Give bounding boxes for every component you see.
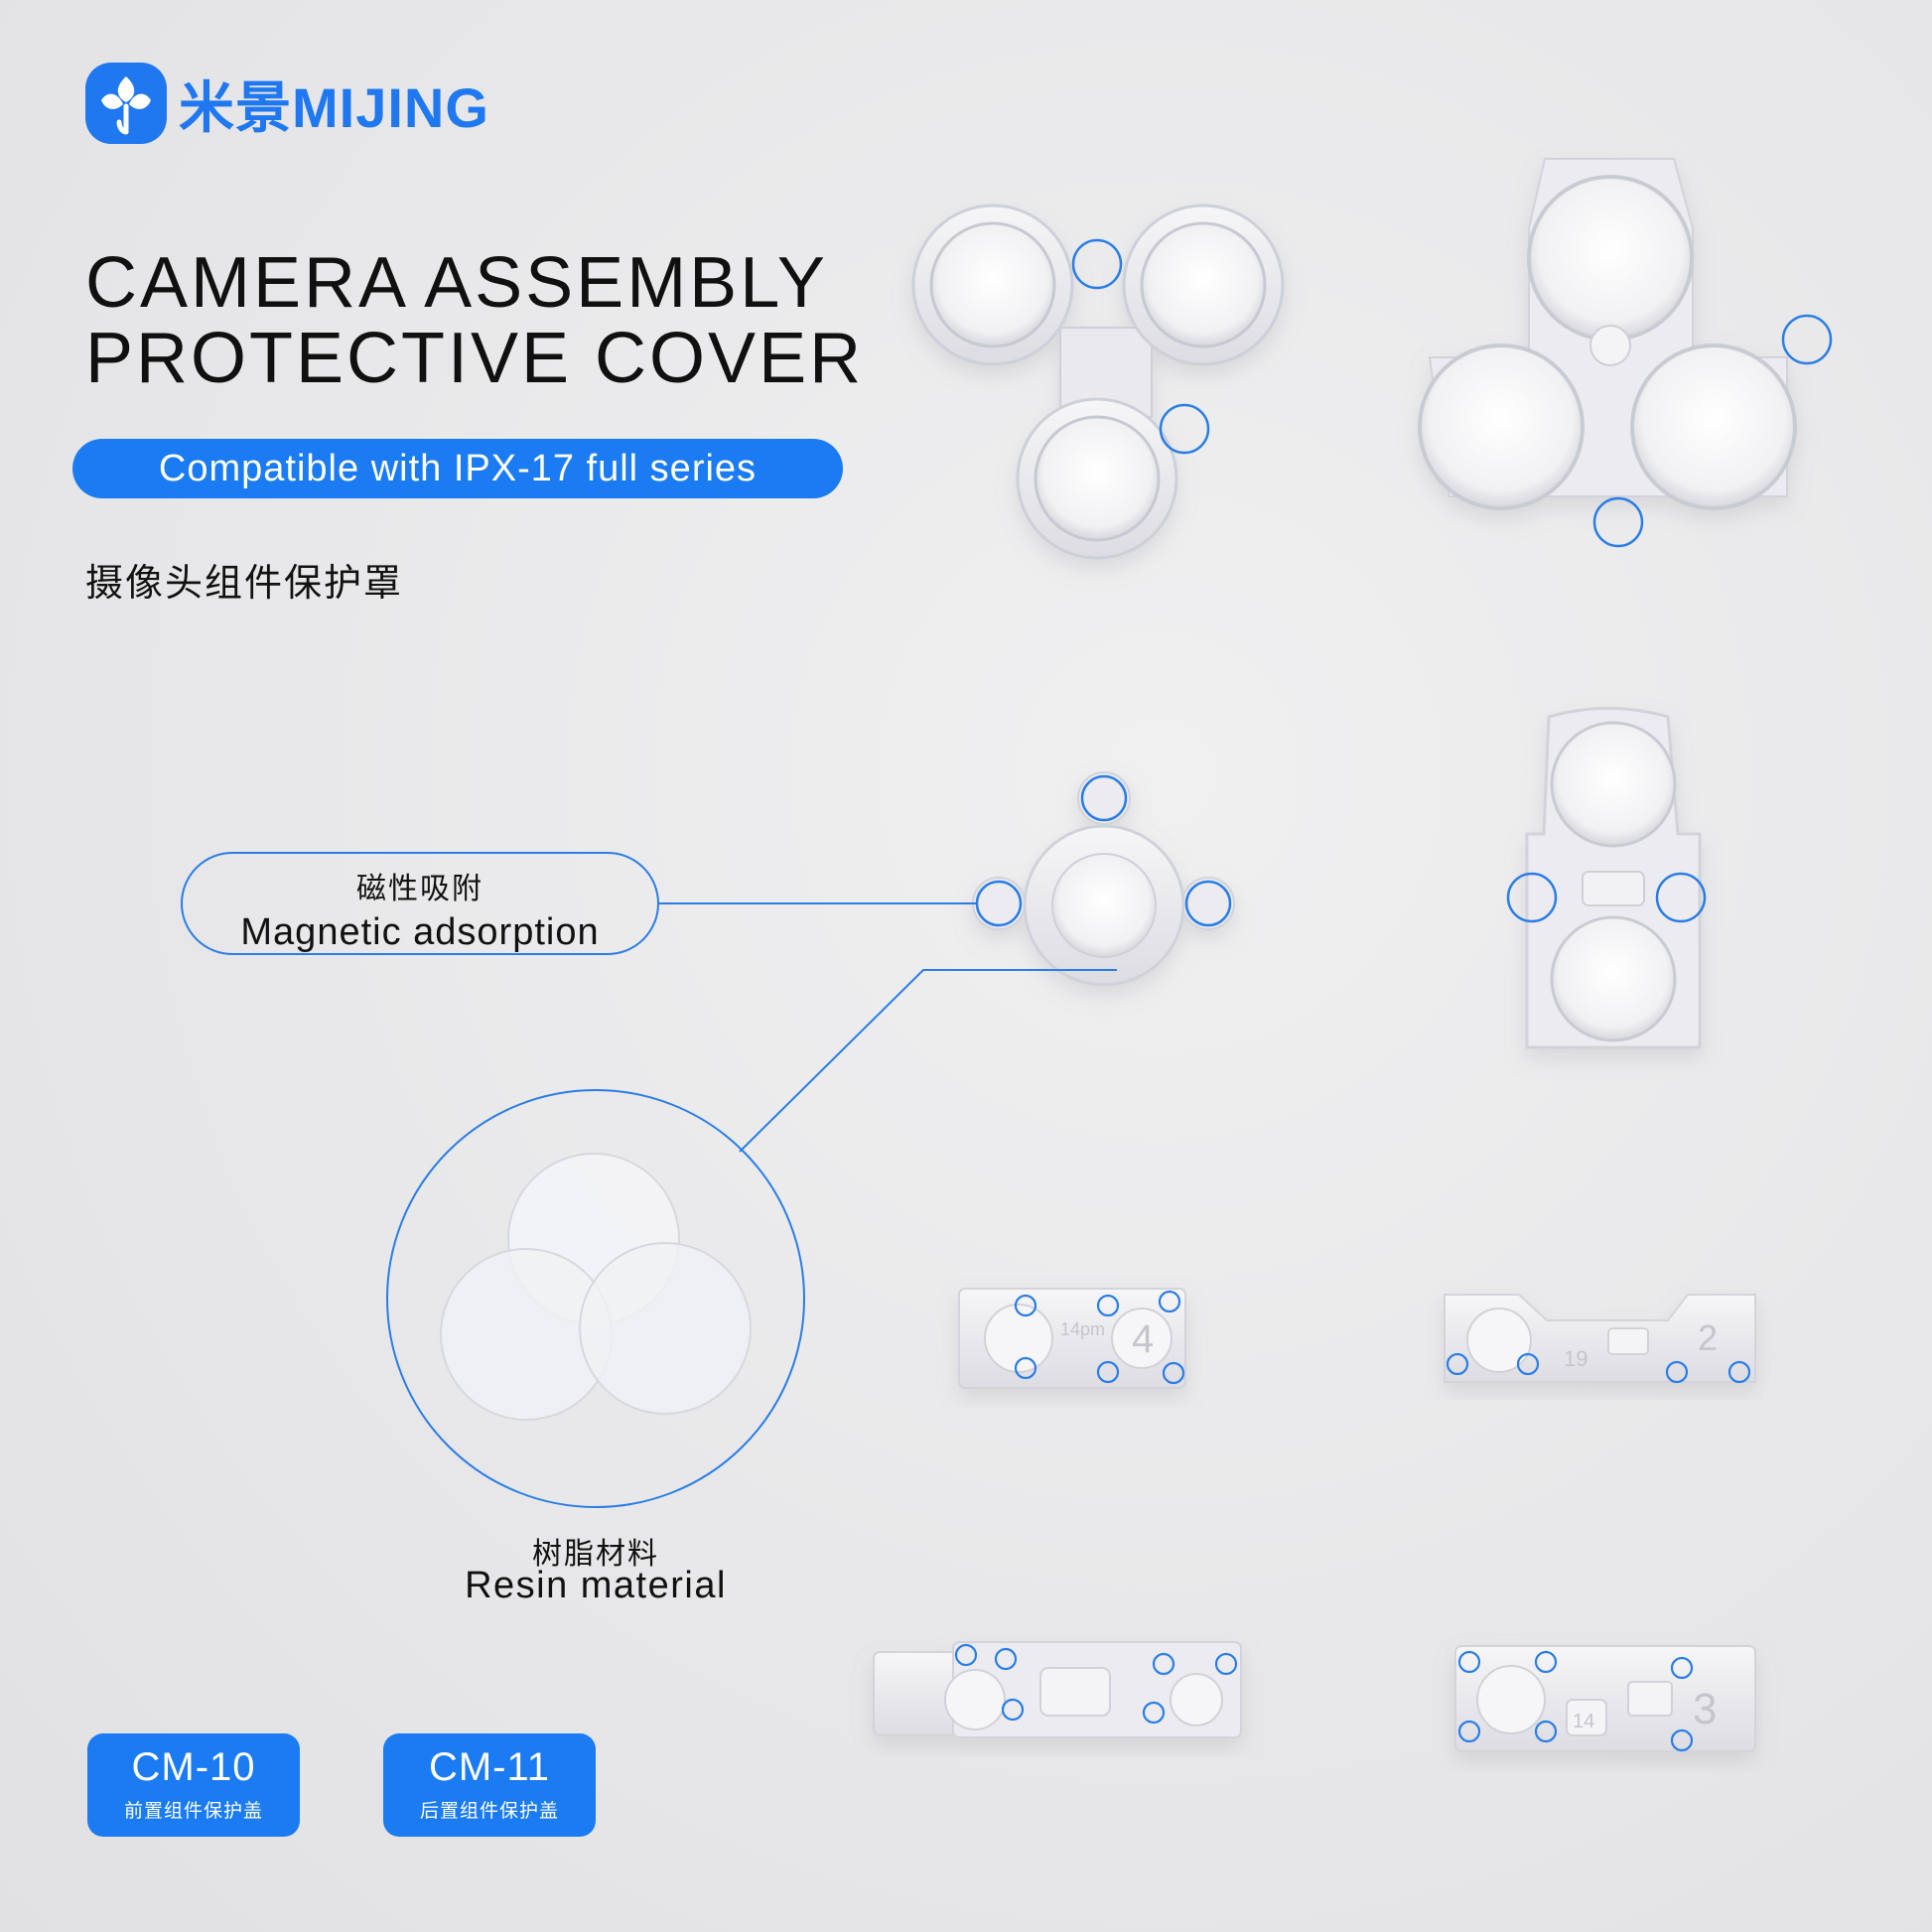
magnetic-label-cn: 磁性吸附	[356, 872, 483, 906]
magnetic-label-en: Magnetic adsorption	[240, 911, 600, 953]
magnet-ring	[1670, 1728, 1694, 1752]
resin-discs	[440, 1153, 752, 1421]
subtitle-chinese: 摄像头组件保护罩	[85, 561, 404, 605]
model-description: 后置组件保护盖	[419, 1800, 559, 1822]
model-badge-cm10: CM-10 前置组件保护盖	[87, 1733, 300, 1837]
marking-19: 19	[1564, 1346, 1587, 1371]
small-plate-d: 14 3	[1454, 1645, 1756, 1752]
magnet-ring	[1152, 1652, 1175, 1676]
mijing-logo-icon	[85, 63, 167, 144]
cover-top-right	[1418, 158, 1797, 510]
model-code: CM-10	[131, 1745, 256, 1789]
magnet-ring	[1592, 496, 1644, 548]
magnet-ring	[1158, 1290, 1181, 1313]
magnet-ring	[1506, 872, 1558, 923]
magnet-ring	[1655, 872, 1707, 923]
magnet-ring	[1162, 1361, 1185, 1385]
magnet-ring	[1096, 1360, 1120, 1384]
magnet-ring	[1534, 1650, 1558, 1674]
marking-4: 4	[1132, 1317, 1154, 1361]
magnet-ring	[1001, 1698, 1025, 1722]
model-code: CM-11	[428, 1745, 551, 1789]
magnet-ring	[1159, 403, 1210, 455]
resin-label-en: Resin material	[465, 1565, 727, 1606]
magnet-ring	[1516, 1352, 1540, 1376]
marking-3: 3	[1693, 1685, 1717, 1733]
resin-label-cn: 树脂材料	[532, 1537, 659, 1572]
brand-name: 米景MIJING	[179, 75, 489, 139]
small-plate-b: 19 2	[1444, 1294, 1756, 1383]
magnet-ring	[954, 1643, 978, 1667]
magnet-ring	[1096, 1294, 1120, 1317]
magnet-ring	[1534, 1720, 1558, 1743]
magnet-ring	[1727, 1360, 1751, 1384]
magnet-ring	[994, 1647, 1018, 1671]
model-badge-cm11: CM-11 后置组件保护盖	[383, 1733, 596, 1837]
magnet-ring	[1214, 1652, 1238, 1676]
resin-detail-circle	[386, 1089, 805, 1508]
marking-14pm: 14pm	[1060, 1319, 1105, 1339]
magnet-ring	[1071, 238, 1123, 290]
brand-logo: 米景MIJING	[85, 62, 489, 145]
model-description: 前置组件保护盖	[123, 1800, 263, 1822]
marking-2: 2	[1698, 1317, 1718, 1358]
cover-top-left	[911, 204, 1285, 560]
magnet-ring	[1665, 1360, 1689, 1384]
magnet-ring	[1781, 314, 1833, 365]
compatibility-badge: Compatible with IPX-17 full series	[72, 439, 843, 498]
magnet-ring	[1457, 1720, 1481, 1743]
small-plate-c	[873, 1641, 1242, 1738]
magnet-ring	[1014, 1356, 1037, 1380]
magnetic-adsorption-callout: 磁性吸附 Magnetic adsorption	[181, 852, 659, 955]
magnet-ring	[1080, 774, 1128, 822]
resin-connector-line	[739, 969, 1117, 1153]
magnet-ring	[1142, 1701, 1166, 1725]
magnet-ring	[1457, 1650, 1481, 1674]
magnet-ring	[1446, 1352, 1469, 1376]
cover-middle-left	[972, 771, 1235, 987]
page-title-line-1: CAMERA ASSEMBLY	[85, 243, 828, 323]
magnet-ring	[1014, 1294, 1037, 1317]
page-title-line-2: PROTECTIVE COVER	[85, 319, 865, 398]
marking-14: 14	[1573, 1711, 1594, 1732]
magnet-ring	[1670, 1656, 1694, 1680]
small-plate-a: 14pm 4	[958, 1288, 1186, 1389]
magnet-ring	[1184, 880, 1232, 927]
cover-middle-right	[1525, 707, 1702, 1049]
